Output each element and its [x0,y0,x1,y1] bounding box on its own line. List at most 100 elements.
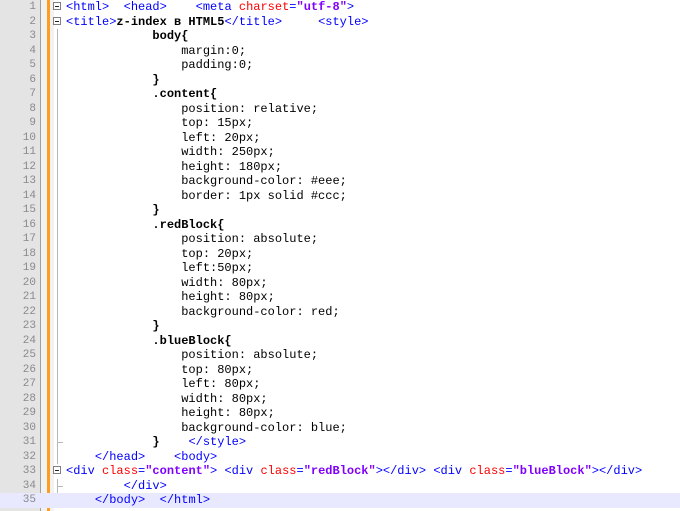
line-number: 34 [22,479,36,492]
code-line[interactable]: 3 body{ [0,29,680,44]
code-line[interactable]: 26 top: 80px; [0,362,680,378]
code-token: </title> [224,14,283,29]
code-line[interactable]: 23 } [0,319,680,334]
code-text[interactable]: .content{ [66,87,217,102]
code-line[interactable]: 7 .content{ [0,87,680,102]
code-text[interactable]: margin:0; [66,44,246,59]
line-number: 11 [22,146,36,158]
fold-guide-line [57,362,58,377]
line-number: 5 [29,59,36,71]
code-line[interactable]: 15 } [0,203,680,218]
code-line[interactable]: 25 position: absolute; [0,348,680,363]
code-token [66,493,95,507]
code-line[interactable]: 22 background-color: red; [0,304,680,320]
code-line[interactable]: 27 left: 80px; [0,377,680,392]
fold-guide-line [57,130,58,145]
code-text[interactable]: } </style> [66,435,246,450]
code-token: <head> [123,0,167,14]
code-token: = [505,464,513,478]
code-token: height: 180px; [66,159,283,174]
code-text[interactable]: width: 80px; [66,392,267,407]
code-text[interactable]: height: 80px; [66,406,275,421]
code-line[interactable]: 31 } </style> [0,435,680,450]
line-number: 10 [22,131,36,144]
code-text[interactable]: } [66,203,159,218]
code-text[interactable]: padding:0; [66,58,253,73]
code-line[interactable]: 5 padding:0; [0,58,680,73]
code-text[interactable]: border: 1px solid #ccc; [66,189,347,204]
line-number: 1 [29,1,36,13]
code-line[interactable]: 11 width: 250px; [0,145,680,160]
code-text[interactable]: } [66,73,159,88]
code-text[interactable]: } [66,319,159,334]
code-line[interactable]: 35 </body> </html> [0,493,680,508]
code-text[interactable]: position: absolute; [66,232,318,247]
code-text[interactable]: body{ [66,29,188,44]
code-text[interactable]: left: 80px; [66,377,260,392]
code-line[interactable]: 6 } [0,72,680,88]
code-text[interactable]: .redBlock{ [66,218,224,233]
code-text[interactable]: top: 20px; [66,247,253,262]
code-line[interactable]: 34 </div> [0,478,680,494]
code-text[interactable]: <title>z-index в HTML5</title> <style> [66,15,369,30]
code-line[interactable]: 19 left:50px; [0,261,680,276]
line-number: 23 [22,320,36,332]
code-text[interactable]: top: 80px; [66,363,253,378]
code-text[interactable]: position: relative; [66,102,318,117]
code-text[interactable]: </div> [66,479,167,494]
line-number: 22 [22,305,36,318]
code-text[interactable]: background-color: blue; [66,421,347,436]
code-line[interactable]: 21 height: 80px; [0,290,680,305]
fold-guide-line [57,377,58,392]
code-line[interactable]: 29 height: 80px; [0,406,680,421]
code-token: width: 80px; [66,275,268,290]
code-token: position: absolute; [66,232,319,246]
code-token: = [289,0,297,14]
fold-guide-line [57,319,58,334]
code-line[interactable]: 18 top: 20px; [0,246,680,262]
code-line[interactable]: 10 left: 20px; [0,130,680,146]
code-text[interactable]: width: 80px; [66,275,268,291]
code-text[interactable]: height: 80px; [66,290,275,305]
code-text[interactable]: .blueBlock{ [66,334,231,349]
code-text[interactable]: </body> </html> [66,493,210,508]
fold-toggle-icon[interactable] [53,16,61,25]
code-token: border: 1px solid #ccc; [66,188,347,203]
code-text[interactable]: <div class="content"> <div class="redBlo… [66,464,642,479]
code-line[interactable]: 17 position: absolute; [0,232,680,247]
code-text[interactable]: width: 250px; [66,145,275,160]
code-token [160,435,189,449]
code-line[interactable]: 24 .blueBlock{ [0,333,680,349]
code-text[interactable]: </head> <body> [66,450,217,465]
code-text[interactable]: top: 15px; [66,116,253,131]
code-line[interactable]: 28 width: 80px; [0,391,680,407]
code-text[interactable]: background-color: #eee; [66,174,347,189]
code-line[interactable]: 14 border: 1px solid #ccc; [0,188,680,204]
code-line[interactable]: 1 <html> <head> <meta charset="utf-8"> [0,0,680,15]
code-line[interactable]: 2<title>z-index в HTML5</title> <style> [0,15,680,30]
code-text[interactable]: left: 20px; [66,131,260,146]
code-text[interactable]: background-color: red; [66,305,339,320]
code-line[interactable]: 9 top: 15px; [0,116,680,131]
code-text[interactable]: position: absolute; [66,348,318,363]
code-text[interactable]: height: 180px; [66,160,282,175]
fold-toggle-icon[interactable] [53,2,61,10]
line-number: 8 [29,102,36,115]
code-line[interactable]: 16 .redBlock{ [0,217,680,233]
code-text[interactable]: left:50px; [66,261,253,276]
code-line[interactable]: 4 margin:0; [0,43,680,59]
code-text[interactable]: <html> <head> <meta charset="utf-8"> [66,0,354,15]
code-line[interactable]: 13 background-color: #eee; [0,174,680,189]
fold-guide-line [57,72,58,87]
code-token: </style> [188,435,247,449]
code-token: <div [433,464,463,478]
code-line[interactable]: 8 position: relative; [0,101,680,117]
code-line[interactable]: 30 background-color: blue; [0,420,680,436]
code-line[interactable]: 20 width: 80px; [0,275,680,291]
code-line[interactable]: 12 height: 180px; [0,159,680,175]
code-line[interactable]: 33<div class="content"> <div class="redB… [0,464,680,479]
fold-toggle-icon[interactable] [53,466,61,474]
code-line[interactable]: 32 </head> <body> [0,449,680,465]
